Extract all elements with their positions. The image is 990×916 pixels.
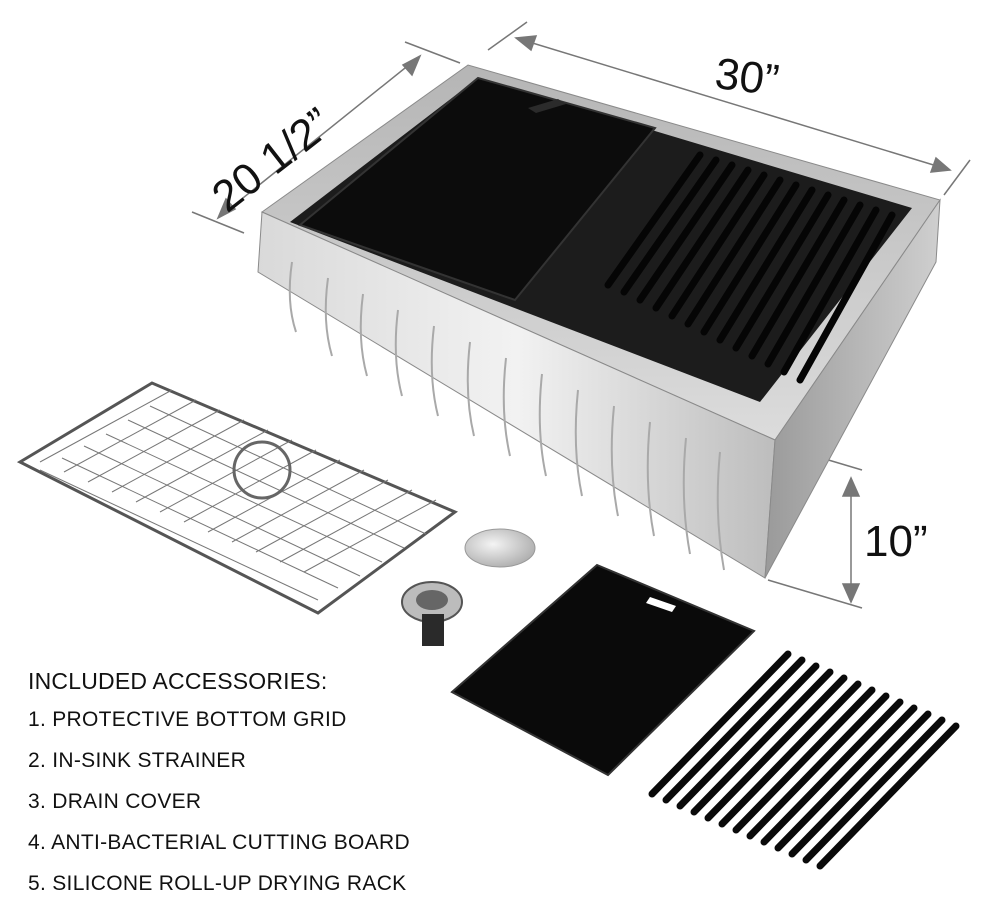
sink-cutting-board <box>297 76 657 302</box>
sink-drying-rack <box>604 151 896 384</box>
width-dimension-label: 30” <box>712 49 782 106</box>
protective-bottom-grid <box>16 381 459 615</box>
sink-side-panel <box>764 198 941 579</box>
silicone-drying-rack <box>648 650 960 870</box>
cutting-board <box>450 563 756 777</box>
apron-flutes <box>288 261 725 571</box>
accessories-list: 1. PROTECTIVE BOTTOM GRID 2. IN-SINK STR… <box>28 707 410 912</box>
accessory-item: 2. IN-SINK STRAINER <box>28 749 247 772</box>
height-dimension-label: 10” <box>864 517 928 566</box>
accessories-title: INCLUDED ACCESSORIES: <box>28 668 328 694</box>
drain-cover <box>464 528 536 568</box>
accessory-item: 4. ANTI-BACTERIAL CUTTING BOARD <box>28 831 410 854</box>
dimension-lines <box>191 21 971 609</box>
accessory-item: 3. DRAIN COVER <box>28 790 202 813</box>
accessory-item: 1. PROTECTIVE BOTTOM GRID <box>28 708 347 731</box>
accessory-item: 5. SILICONE ROLL-UP DRYING RACK <box>28 872 407 895</box>
in-sink-strainer <box>401 581 463 646</box>
